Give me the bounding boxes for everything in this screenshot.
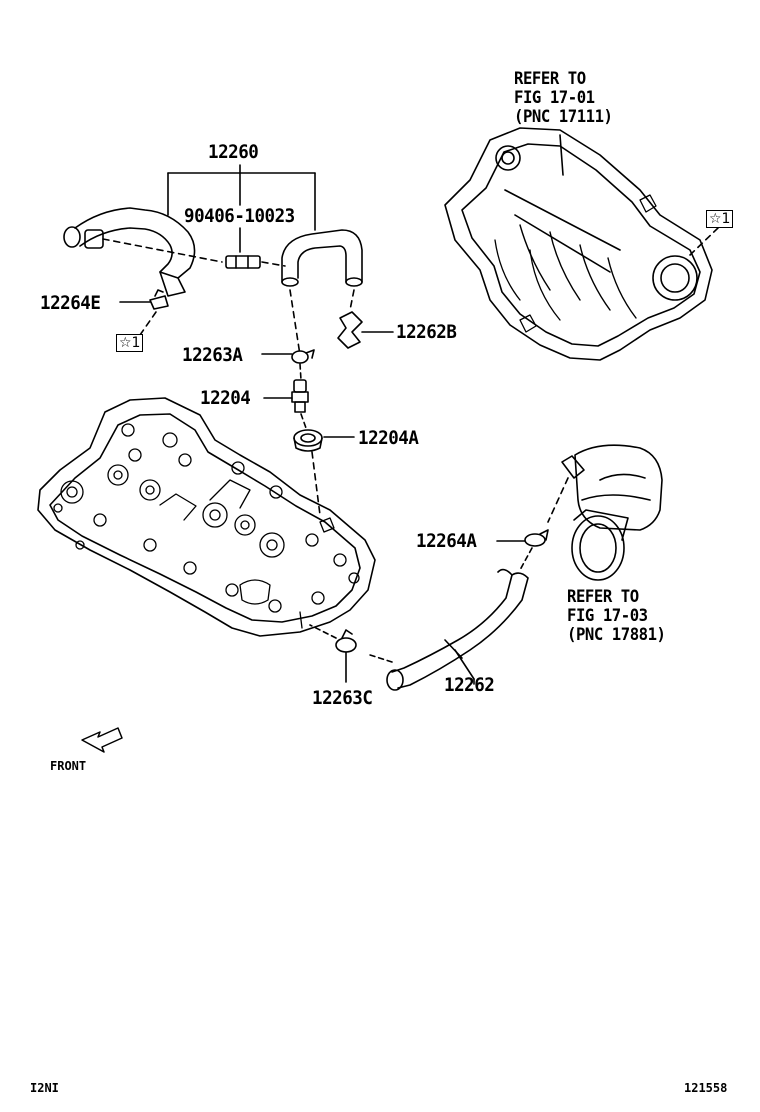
part-label-12204A: 12204A xyxy=(358,427,419,449)
pcv-nipple-12204 xyxy=(263,379,309,429)
part-label-12264E: 12264E xyxy=(40,292,101,314)
air-intake-hose xyxy=(547,444,663,581)
part-label-12260: 12260 xyxy=(208,141,259,163)
part-label-12264A: 12264A xyxy=(416,530,477,552)
part-label-12262: 12262 xyxy=(444,674,495,696)
refer-airhose-line-2: FIG 17-03 xyxy=(567,606,648,626)
grommet-12204A xyxy=(293,429,355,516)
part-label-12204: 12204 xyxy=(200,387,251,409)
ventilation-hose-12262 xyxy=(369,568,529,691)
clamp-12263A xyxy=(261,349,315,381)
part-label-12263A: 12263A xyxy=(182,344,243,366)
footer-left-code: I2NI xyxy=(30,1081,59,1095)
ventilation-hose-left xyxy=(63,207,223,297)
refer-airhose-line-1: REFER TO xyxy=(567,587,639,607)
part-label-12263C: 12263C xyxy=(312,687,373,709)
intake-manifold xyxy=(444,127,719,361)
ventilation-hose-right xyxy=(281,229,363,356)
clamp-12263C xyxy=(309,624,357,683)
front-label: FRONT xyxy=(50,759,87,773)
part-label-90406-10023: 90406-10023 xyxy=(184,205,295,227)
refer-intake-line-1: REFER TO xyxy=(514,69,586,89)
star-marker-left: ☆1 xyxy=(116,334,144,352)
assembly-bracket-12260 xyxy=(167,164,316,253)
clamp-12264A xyxy=(496,529,549,571)
footer-right-code: 121558 xyxy=(684,1081,728,1095)
pcv-valve-90406 xyxy=(225,255,286,269)
refer-intake-line-2: FIG 17-01 xyxy=(514,88,595,108)
clip-12262B xyxy=(337,311,394,349)
cylinder-head-cover xyxy=(37,397,376,637)
refer-airhose-line-3: (PNC 17881) xyxy=(567,625,666,645)
part-label-12262B: 12262B xyxy=(396,321,457,343)
clip-12264E xyxy=(119,289,169,336)
front-arrow-icon xyxy=(81,727,123,753)
star-marker-right: ☆1 xyxy=(706,210,734,228)
refer-intake-line-3: (PNC 17111) xyxy=(514,107,613,127)
